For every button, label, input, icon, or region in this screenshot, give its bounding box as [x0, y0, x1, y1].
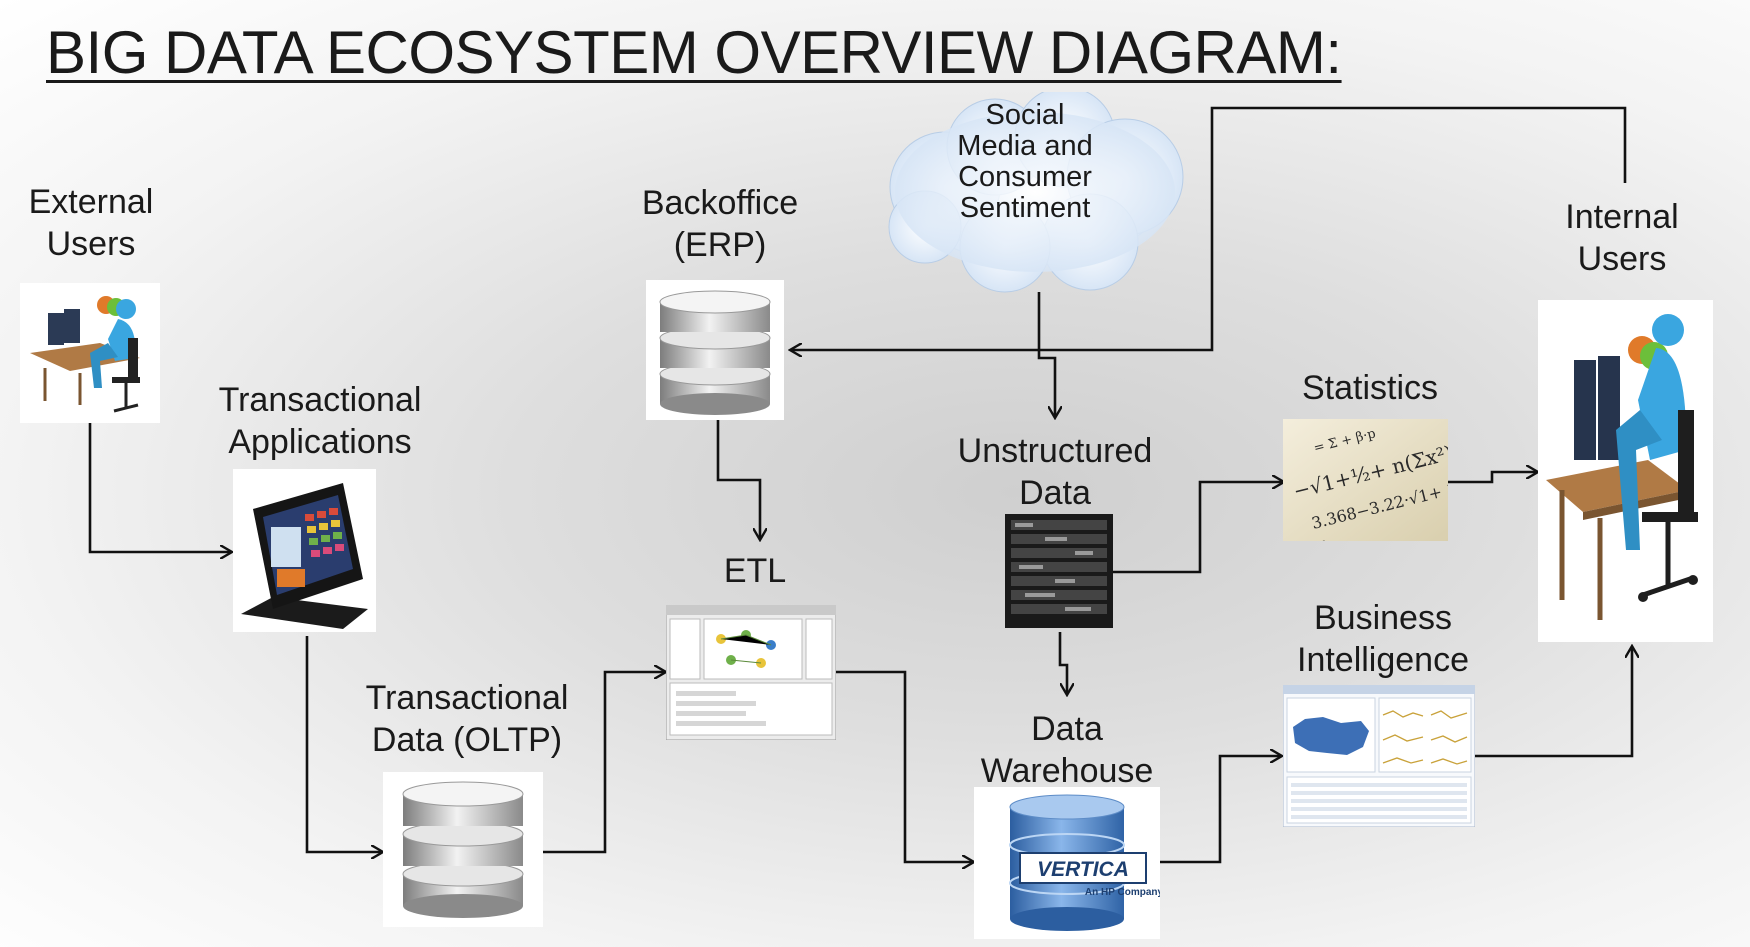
unstructured-data-label: Unstructured Data	[957, 432, 1153, 512]
pos-terminal-icon	[233, 469, 376, 632]
oltp-database-icon	[383, 772, 543, 927]
edge-statistics-to-internal-users	[1448, 472, 1538, 484]
external-users-icon	[20, 283, 160, 423]
external-users-label: External Users	[28, 183, 154, 263]
transactional-applications-label: Transactional Applications	[218, 381, 422, 461]
business-intelligence-label: Business Intelligence	[1296, 599, 1470, 679]
edge-data-warehouse-to-bi	[1160, 756, 1282, 864]
internal-users-label: Internal Users	[1565, 198, 1679, 278]
backoffice-database-icon	[646, 280, 784, 420]
edge-oltp-to-etl	[543, 672, 666, 854]
statistics-formula-icon: = Σ + β·p −√1+½+ n(Σx²) 3.368−3.22·√1+ 1…	[1283, 419, 1448, 541]
svg-text:An HP Company: An HP Company	[1085, 887, 1160, 898]
edge-unstructured-to-data-warehouse	[1058, 632, 1067, 695]
backoffice-label: Backoffice (ERP)	[641, 184, 799, 264]
edge-etl-to-data-warehouse	[835, 670, 974, 862]
edge-external-users-to-transactional-apps	[88, 422, 232, 552]
server-rack-icon	[1005, 514, 1113, 628]
edge-cloud-to-unstructured	[1037, 292, 1055, 418]
vertica-logo-text: VERTICA	[1037, 858, 1129, 881]
bi-dashboard-icon	[1283, 685, 1475, 827]
etl-screenshot-icon	[666, 605, 836, 740]
diagram-title: BIG DATA ECOSYSTEM OVERVIEW DIAGRAM:	[46, 19, 1342, 86]
edge-transactional-apps-to-oltp	[305, 636, 383, 852]
cloud-icon	[888, 92, 1184, 293]
internal-users-icon	[1538, 300, 1713, 642]
vertica-database-icon: VERTICA An HP Company	[974, 787, 1160, 939]
transactional-data-label: Transactional Data (OLTP)	[365, 679, 569, 759]
edge-backoffice-to-etl	[716, 420, 760, 540]
edge-bi-to-internal-users	[1475, 646, 1632, 758]
edge-unstructured-to-statistics	[1112, 482, 1284, 574]
edge-internal-users-to-backoffice	[790, 106, 1627, 350]
etl-label: ETL	[723, 552, 787, 590]
statistics-label: Statistics	[1301, 369, 1439, 407]
data-warehouse-label: Data Warehouse	[980, 710, 1154, 790]
social-media-label: Social Media and Consumer Sentiment	[957, 99, 1093, 224]
